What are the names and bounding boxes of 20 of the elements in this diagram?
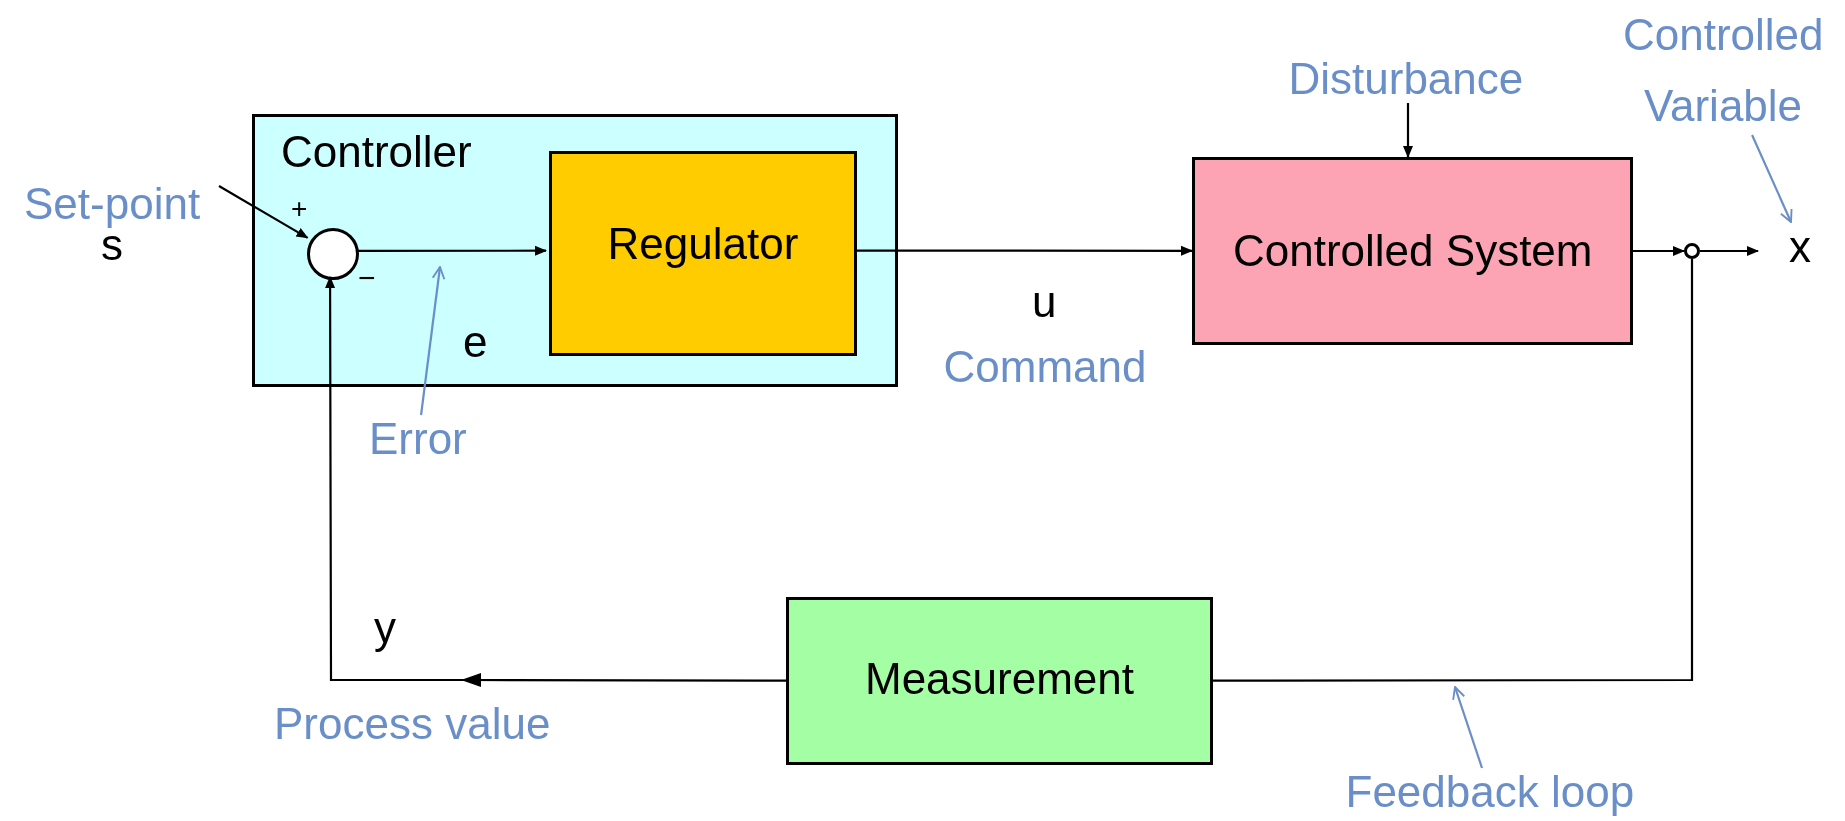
box-heading: Controller (281, 130, 472, 174)
process-box (549, 151, 857, 356)
box-label: Regulator (607, 222, 799, 266)
sign-label: − (358, 263, 376, 293)
sign-label: + (291, 195, 308, 223)
input-label: Disturbance (1288, 57, 1524, 101)
signal-symbol: u (1032, 280, 1057, 324)
box-label: Measurement (865, 657, 1134, 701)
annotation-text: Feedback loop (1345, 770, 1635, 814)
variable-symbol: x (1789, 225, 1811, 269)
signal-name: Process value (274, 702, 551, 746)
signal-name: Command (943, 345, 1147, 389)
annotation-text: Error (369, 417, 467, 461)
annotation-text: Controlled Variable (1623, 9, 1823, 132)
process-box (786, 597, 1213, 765)
process-box (1192, 157, 1633, 345)
controller-box (252, 114, 898, 387)
signal-symbol: e (463, 320, 488, 364)
box-label: Controlled System (1233, 229, 1593, 273)
signal-symbol: y (374, 606, 396, 650)
